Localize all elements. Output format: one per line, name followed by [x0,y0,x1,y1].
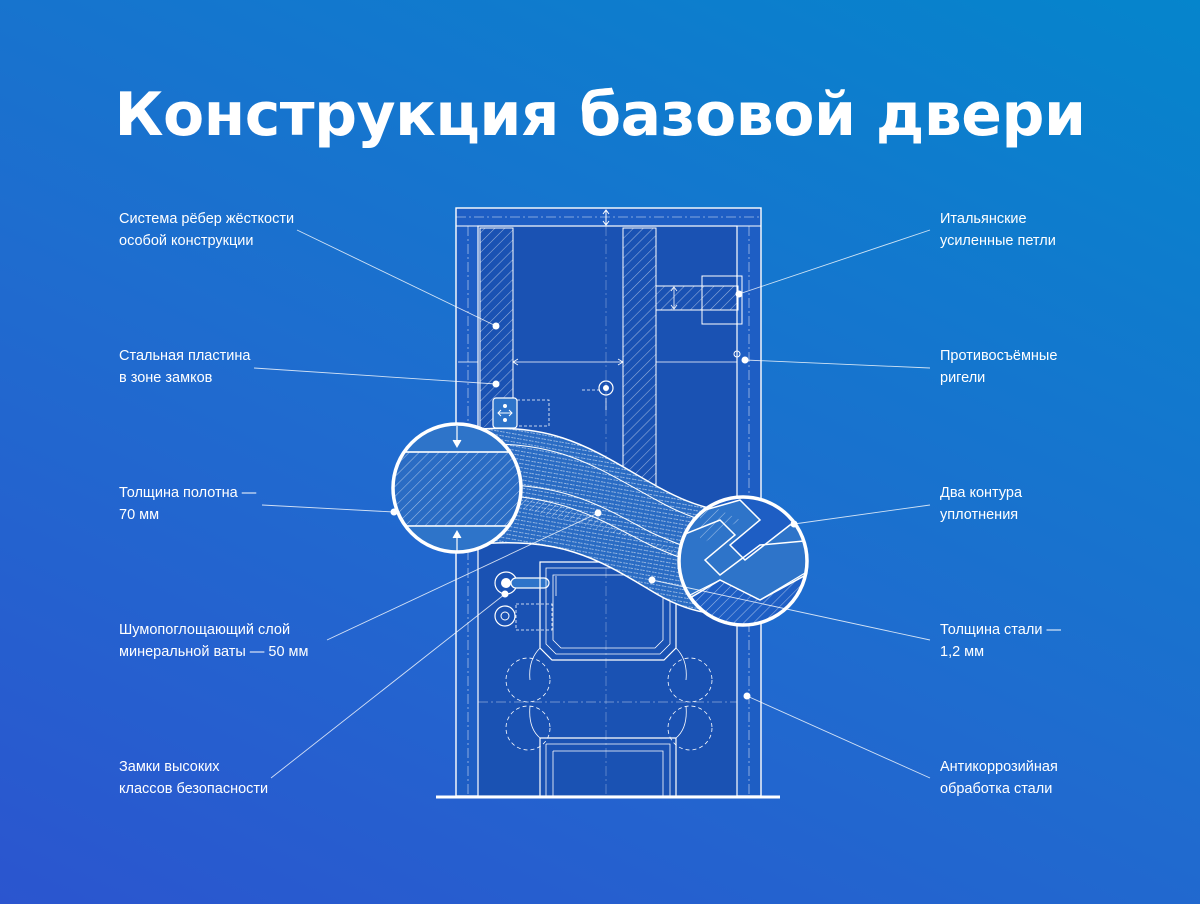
callout-lines [253,229,931,779]
hinge-assembly [655,275,743,358]
stiffener-ribs [458,227,737,499]
page-title: Конструкция базовой двери [114,80,1086,150]
label-thickness: Толщина полотна —70 мм [119,485,257,523]
label-steel: Толщина стали —1,2 мм [940,622,1061,660]
lock-plate [492,380,614,429]
